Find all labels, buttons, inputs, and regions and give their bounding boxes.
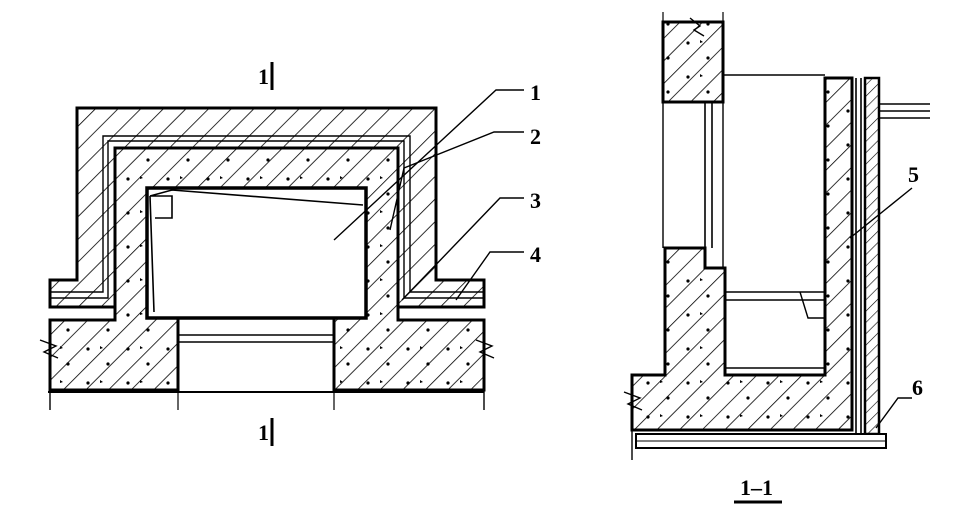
ground-lines bbox=[879, 103, 930, 119]
plan-window-sash bbox=[149, 189, 364, 313]
section-view: 5 6 1–1 bbox=[623, 12, 930, 504]
break-mark-left bbox=[39, 339, 59, 359]
section-mark-bottom: 1 bbox=[258, 420, 269, 445]
callout-4: 4 bbox=[530, 242, 541, 267]
plan-well-opening bbox=[145, 186, 368, 320]
callout-5: 5 bbox=[908, 162, 919, 187]
callout-6: 6 bbox=[912, 375, 923, 400]
plan-membrane bbox=[50, 135, 484, 293]
plan-leaders bbox=[333, 89, 524, 301]
callout-3: 3 bbox=[530, 188, 541, 213]
callout-1: 1 bbox=[530, 80, 541, 105]
section-title: 1–1 bbox=[740, 475, 773, 500]
callout-2: 2 bbox=[530, 124, 541, 149]
section-outer-cover bbox=[863, 76, 881, 436]
plan-view: 1 1 1 2 3 4 bbox=[39, 62, 541, 446]
break-mark-right bbox=[475, 339, 495, 359]
break-mark-section bbox=[623, 391, 643, 411]
section-mark-top: 1 bbox=[258, 64, 269, 89]
